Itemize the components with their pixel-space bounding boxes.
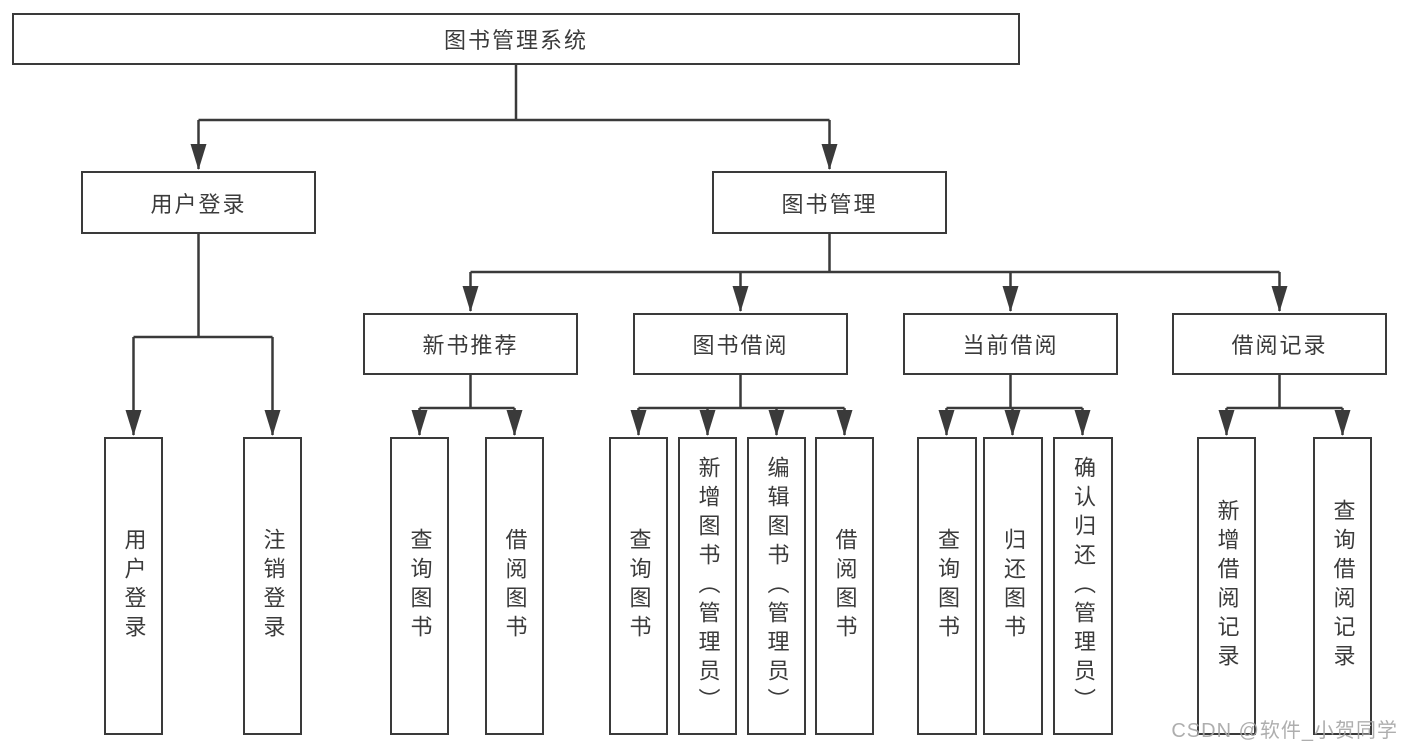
node-user-login: 用户登录 <box>81 171 316 234</box>
leaf-logout-login: 注销登录 <box>243 437 302 735</box>
node-new-book-recommendation: 新书推荐 <box>363 313 578 375</box>
leaf-query-books-borrowing: 查询图书 <box>609 437 668 735</box>
leaf-edit-book-admin: 编辑图书（管理员） <box>747 437 806 735</box>
node-book-borrowing: 图书借阅 <box>633 313 848 375</box>
leaf-confirm-return-admin: 确认归还（管理员） <box>1053 437 1113 735</box>
leaf-add-book-admin: 新增图书（管理员） <box>678 437 737 735</box>
leaf-query-books-recommend: 查询图书 <box>390 437 449 735</box>
leaf-add-borrow-record: 新增借阅记录 <box>1197 437 1256 735</box>
node-current-borrowing: 当前借阅 <box>903 313 1118 375</box>
node-borrowing-records: 借阅记录 <box>1172 313 1387 375</box>
leaf-query-borrow-record: 查询借阅记录 <box>1313 437 1372 735</box>
leaf-borrow-books-recommend: 借阅图书 <box>485 437 544 735</box>
leaf-query-books-current: 查询图书 <box>917 437 977 735</box>
leaf-borrow-books: 借阅图书 <box>815 437 874 735</box>
leaf-return-books: 归还图书 <box>983 437 1043 735</box>
leaf-user-login: 用户登录 <box>104 437 163 735</box>
node-library-management-system: 图书管理系统 <box>12 13 1020 65</box>
csdn-watermark: CSDN @软件_小贺同学 <box>1171 720 1398 742</box>
node-book-management: 图书管理 <box>712 171 947 234</box>
